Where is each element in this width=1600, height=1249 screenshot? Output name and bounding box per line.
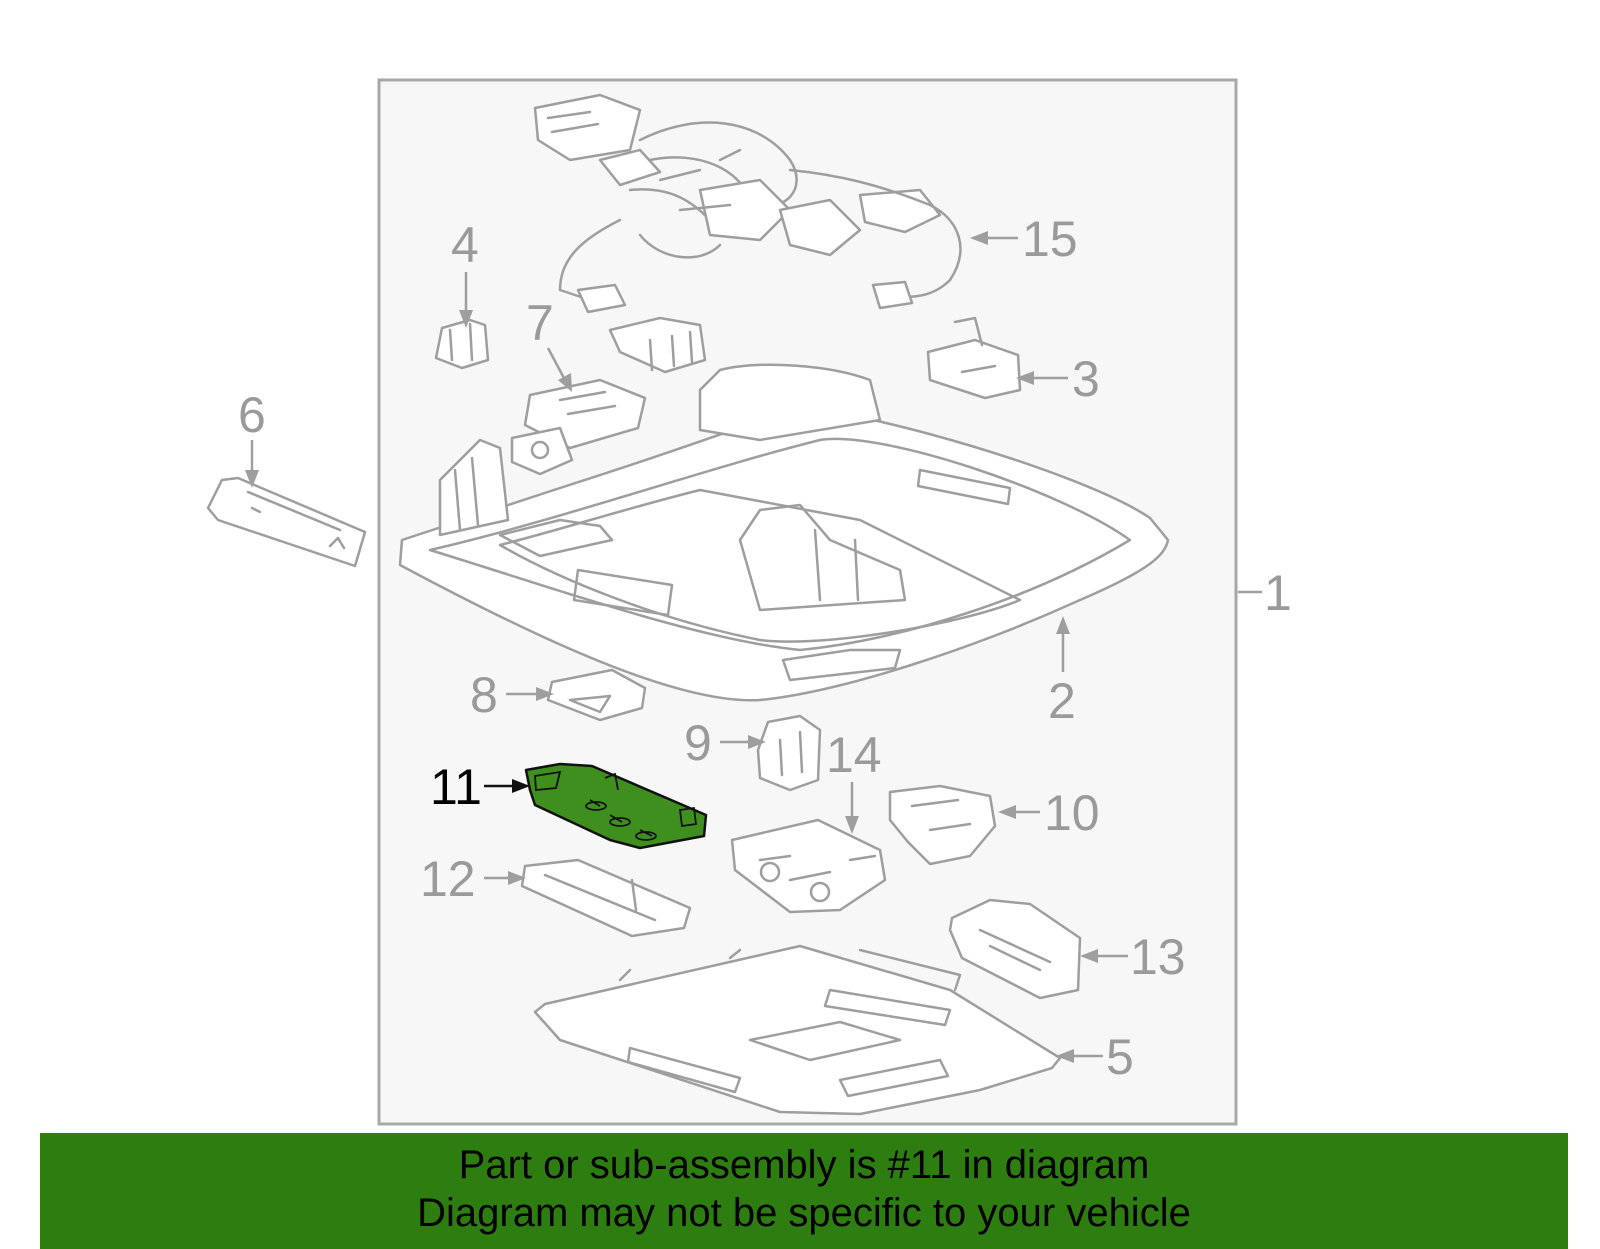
part-6-module: [206, 476, 367, 568]
part-2-console-housing: [398, 363, 1170, 702]
banner-line-part-info: Part or sub-assembly is #11 in diagram: [458, 1143, 1150, 1187]
callout-6: 6: [238, 387, 266, 443]
callout-14: 14: [826, 727, 882, 783]
callout-2: 2: [1048, 673, 1076, 729]
part-14-module: [730, 818, 887, 914]
callout-8: 8: [470, 667, 498, 723]
callout-11: 11: [430, 759, 482, 815]
part-4-clip: [434, 318, 490, 370]
callout-7: 7: [526, 295, 554, 351]
callout-labels: 1 2 3 4 5 6 7 8 9 10 11 12 13 14 15: [238, 211, 1292, 1085]
part-9-clip: [756, 714, 822, 792]
callout-15: 15: [1022, 211, 1078, 267]
callout-1: 1: [1264, 565, 1292, 621]
callout-3: 3: [1072, 351, 1100, 407]
part-5-trim-panel: [533, 944, 1062, 1116]
callout-arrows: [245, 231, 1262, 1063]
part-bracket: [608, 316, 707, 374]
callout-12: 12: [420, 851, 476, 907]
callout-5: 5: [1106, 1029, 1134, 1085]
info-banner: Part or sub-assembly is #11 in diagram D…: [40, 1133, 1568, 1249]
callout-10: 10: [1044, 785, 1100, 841]
callout-13: 13: [1130, 929, 1186, 985]
callout-9: 9: [684, 715, 712, 771]
part-15-wiring-harness: [533, 93, 962, 314]
part-8-lamp: [546, 668, 647, 722]
part-11-highlighted: [524, 762, 708, 850]
part-12-bezel: [520, 858, 692, 938]
banner-line-disclaimer: Diagram may not be specific to your vehi…: [417, 1191, 1191, 1235]
part-3-bracket: [926, 316, 1022, 400]
part-13-bracket: [948, 898, 1082, 1000]
callout-4: 4: [451, 217, 479, 273]
part-7-bracket: [510, 378, 647, 476]
part-10-bracket: [888, 784, 997, 866]
